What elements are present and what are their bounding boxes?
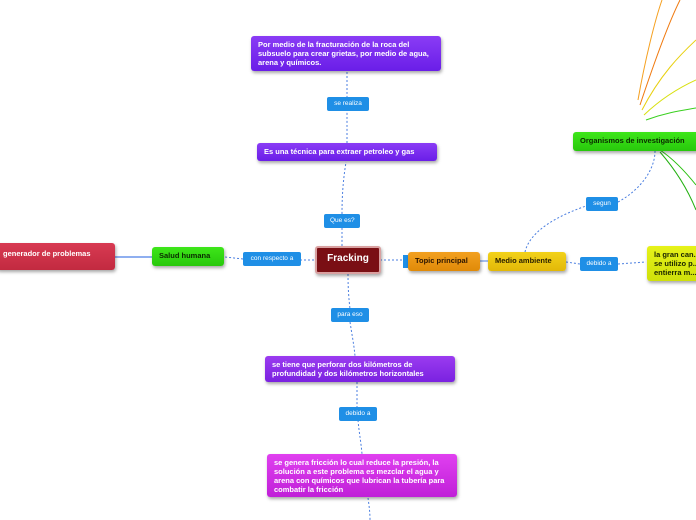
connector-debidoA2-cut	[617, 261, 647, 265]
generador-problemas-node[interactable]: generador de problemas	[0, 243, 115, 270]
connector-env-segun	[524, 205, 587, 253]
connector-conRespecto-health	[224, 256, 244, 260]
connector-env-debidoA2	[565, 261, 581, 265]
connector-paraEso-drill	[349, 321, 356, 357]
topic-connector-tab	[403, 255, 409, 268]
branch-line-orange-1	[637, 0, 663, 101]
fracturing-node[interactable]: Por medio de la fracturación de la roca …	[251, 36, 441, 71]
branch-line-green-2	[659, 149, 696, 186]
perforar-node[interactable]: se tiene que perforar dos kilómetros de …	[265, 356, 455, 382]
branch-line-yellow-2	[643, 79, 696, 116]
connector-center-paraEso	[347, 273, 351, 310]
fracking-central-node[interactable]: Fracking	[315, 246, 381, 274]
label-se-realiza[interactable]: se realiza	[327, 97, 369, 111]
branch-line-green-1	[645, 107, 696, 121]
branch-line-yellow-1	[641, 39, 696, 111]
salud-humana-node[interactable]: Salud humana	[152, 247, 224, 266]
technique-node[interactable]: Es una técnica para extraer petroleo y g…	[257, 143, 437, 161]
label-segun[interactable]: segun	[586, 197, 618, 211]
label-con-respecto-a[interactable]: con respecto a	[243, 252, 301, 266]
organismos-investigacion-node[interactable]: Organismos de investigación	[573, 132, 696, 151]
connector-queEs-technique	[341, 161, 347, 215]
branch-line-green-3	[659, 151, 696, 211]
truncated-node-right[interactable]: la gran can... se utilizo p... entierra …	[647, 246, 696, 281]
medio-ambiente-node[interactable]: Medio ambiente	[488, 252, 566, 271]
connector-debidoA-friction	[357, 419, 363, 455]
label-debido-a-env[interactable]: debido a	[580, 257, 618, 271]
label-para-eso[interactable]: para eso	[331, 308, 369, 322]
branch-line-orange-2	[639, 0, 681, 106]
connector-friction-down	[367, 497, 371, 520]
connector-segun-orgs	[617, 150, 656, 203]
label-que-es[interactable]: Que es?	[324, 214, 360, 228]
friccion-node[interactable]: se genera fricción lo cual reduce la pre…	[267, 454, 457, 497]
topic-principal-node[interactable]: Topic principal	[408, 252, 480, 271]
label-debido-a[interactable]: debido a	[339, 407, 377, 421]
